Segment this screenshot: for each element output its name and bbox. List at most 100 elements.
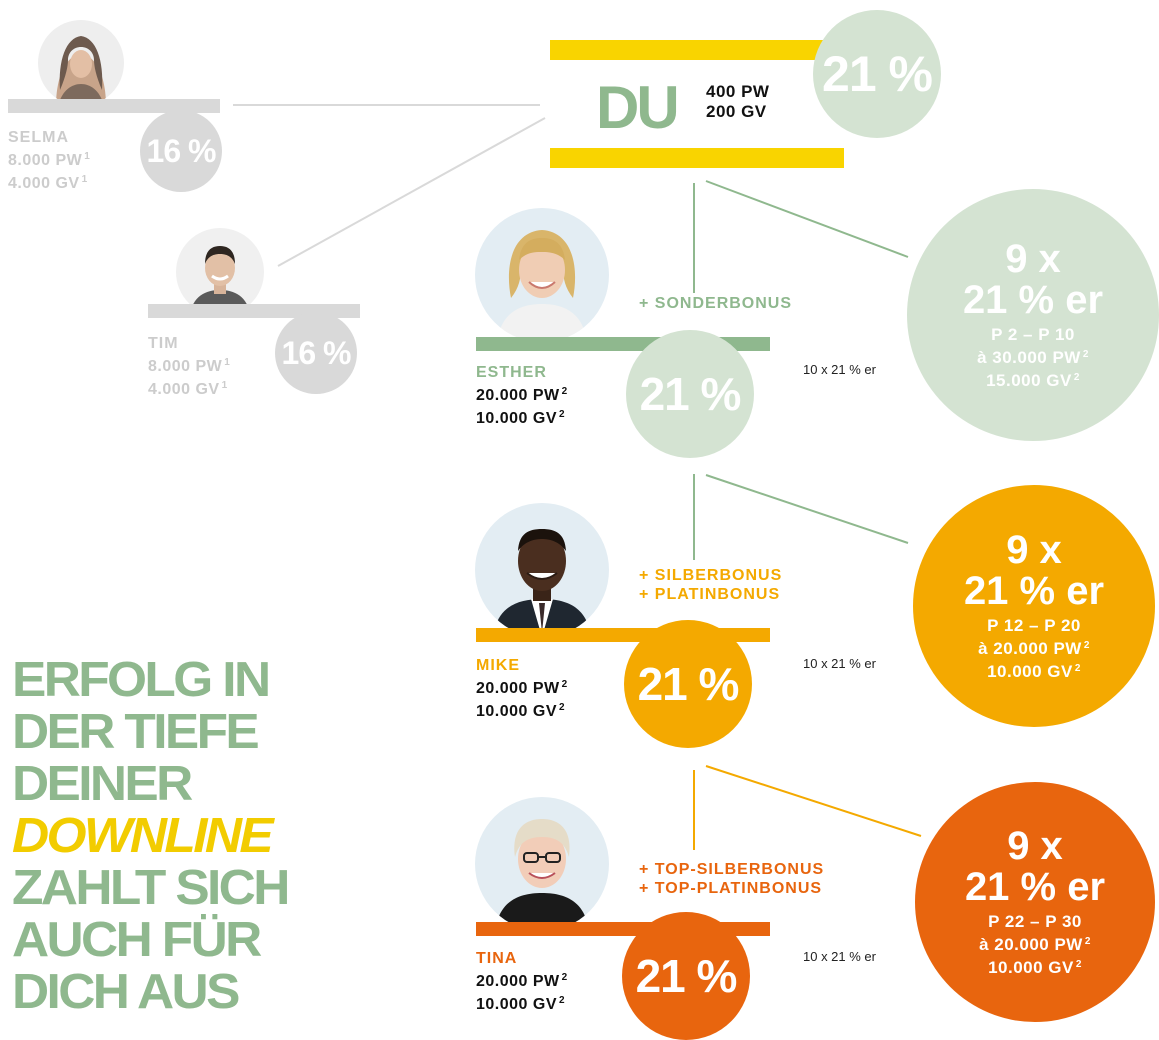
esther-gv-footnote: 2 bbox=[559, 409, 566, 420]
group1-gv-footnote: 2 bbox=[1073, 372, 1080, 383]
headline-line-3: DEINER bbox=[12, 757, 193, 811]
group3-pw-footnote: 2 bbox=[1084, 936, 1091, 947]
mike-pw: 20.000 PW bbox=[476, 680, 560, 697]
person-woman-glasses-icon bbox=[495, 819, 589, 931]
group3-range: P 22 – P 30 bbox=[988, 912, 1082, 931]
tina-pw: 20.000 PW bbox=[476, 973, 560, 990]
group2-count: 9 x bbox=[1006, 528, 1062, 572]
selma-bar bbox=[8, 99, 220, 113]
selma-pw: 8.000 PW bbox=[8, 152, 83, 169]
mike-avatar bbox=[475, 503, 609, 637]
line-mike-group3 bbox=[705, 765, 922, 837]
person-man-suit-icon bbox=[493, 529, 591, 637]
mike-gv: 10.000 GV bbox=[476, 703, 557, 720]
tim-gv-footnote: 1 bbox=[221, 380, 228, 391]
group1-range: P 2 – P 10 bbox=[991, 325, 1075, 344]
mike-name: MIKE bbox=[476, 657, 520, 674]
person-headscarf-icon bbox=[56, 36, 106, 106]
tim-percent: 16 % bbox=[281, 334, 352, 371]
selma-avatar bbox=[38, 20, 124, 106]
du-label: DU bbox=[596, 74, 680, 141]
group3-percent-er: 21 % er bbox=[964, 865, 1106, 909]
group1-pw-footnote: 2 bbox=[1082, 349, 1089, 360]
du-gv: 200 GV bbox=[706, 102, 767, 121]
esther-bonus: + SONDERBONUS bbox=[639, 295, 793, 312]
group3-gv: 10.000 GV bbox=[988, 958, 1074, 977]
mike-percent: 21 % bbox=[637, 658, 740, 710]
du-pw: 400 PW bbox=[706, 82, 770, 101]
group1-pw: à 30.000 PW bbox=[977, 348, 1081, 367]
tim-avatar bbox=[176, 228, 264, 316]
du-percent: 21 % bbox=[822, 46, 933, 102]
esther-avatar bbox=[475, 208, 609, 342]
esther-pw-footnote: 2 bbox=[561, 386, 568, 397]
line-du-group1 bbox=[705, 180, 909, 258]
mike-bonus-1: + SILBERBONUS bbox=[639, 567, 783, 584]
group3-gv-footnote: 2 bbox=[1075, 959, 1082, 970]
du-stats: 400 PW 200 GV bbox=[706, 82, 769, 122]
group1-percent-er: 21 % er bbox=[962, 278, 1104, 322]
tina-note: 10 x 21 % er bbox=[803, 949, 876, 964]
mike-note: 10 x 21 % er bbox=[803, 656, 876, 671]
mike-bonus: + SILBERBONUS + PLATINBONUS bbox=[639, 566, 782, 604]
group2-gv-footnote: 2 bbox=[1074, 663, 1081, 674]
group2-percent-er: 21 % er bbox=[963, 569, 1105, 613]
tina-name: TINA bbox=[476, 950, 518, 967]
group3-pw: à 20.000 PW bbox=[979, 935, 1083, 954]
headline-line-1: ERFOLG IN bbox=[12, 653, 271, 707]
group1-count: 9 x bbox=[1005, 237, 1061, 281]
selma-percent-circle: 16 % bbox=[140, 110, 222, 192]
selma-gv: 4.000 GV bbox=[8, 175, 80, 192]
line-esther-group2 bbox=[705, 474, 909, 544]
tina-bonus-2: + TOP-PLATINBONUS bbox=[639, 880, 823, 897]
selma-name: SELMA bbox=[8, 129, 69, 146]
selma-percent: 16 % bbox=[146, 132, 217, 169]
tim-pw-footnote: 1 bbox=[224, 357, 231, 368]
du-top-bar bbox=[550, 40, 844, 60]
headline-line-6: AUCH FÜR bbox=[12, 913, 262, 967]
esther-percent: 21 % bbox=[639, 368, 742, 420]
esther-pw: 20.000 PW bbox=[476, 387, 560, 404]
selma-pw-footnote: 1 bbox=[84, 151, 91, 162]
mike-gv-footnote: 2 bbox=[559, 702, 566, 713]
group3-count: 9 x bbox=[1007, 824, 1063, 868]
line-du-tim bbox=[277, 117, 546, 267]
tina-percent: 21 % bbox=[635, 950, 738, 1002]
tim-gv: 4.000 GV bbox=[148, 381, 220, 398]
mike-pw-footnote: 2 bbox=[561, 679, 568, 690]
esther-name: ESTHER bbox=[476, 364, 547, 381]
tina-gv-footnote: 2 bbox=[559, 995, 566, 1006]
headline-line-7: DICH AUS bbox=[12, 965, 240, 1019]
selma-gv-footnote: 1 bbox=[81, 174, 88, 185]
tim-name: TIM bbox=[148, 335, 179, 352]
headline-line-5: ZAHLT SICH bbox=[12, 861, 290, 915]
mike-bonus-2: + PLATINBONUS bbox=[639, 586, 781, 603]
group1-gv: 15.000 GV bbox=[986, 371, 1072, 390]
du-bottom-bar bbox=[550, 148, 844, 168]
headline-line-4: DOWNLINE bbox=[12, 809, 274, 863]
tim-pw: 8.000 PW bbox=[148, 358, 223, 375]
headline-line-2: DER TIEFE bbox=[12, 705, 260, 759]
person-woman-icon bbox=[497, 230, 587, 342]
tina-gv: 10.000 GV bbox=[476, 996, 557, 1013]
esther-percent-circle: 21 % bbox=[626, 330, 754, 458]
person-man-icon bbox=[190, 246, 250, 316]
tina-pw-footnote: 2 bbox=[561, 972, 568, 983]
tim-percent-circle: 16 % bbox=[275, 312, 357, 394]
esther-gv: 10.000 GV bbox=[476, 410, 557, 427]
group2-gv: 10.000 GV bbox=[987, 662, 1073, 681]
group2-pw-footnote: 2 bbox=[1083, 640, 1090, 651]
headline: ERFOLG IN DER TIEFE DEINER DOWNLINE ZAHL… bbox=[12, 653, 290, 1019]
tina-bonus: + TOP-SILBERBONUS + TOP-PLATINBONUS bbox=[639, 860, 824, 898]
du-percent-circle: 21 % bbox=[813, 10, 941, 138]
group2-pw: à 20.000 PW bbox=[978, 639, 1082, 658]
